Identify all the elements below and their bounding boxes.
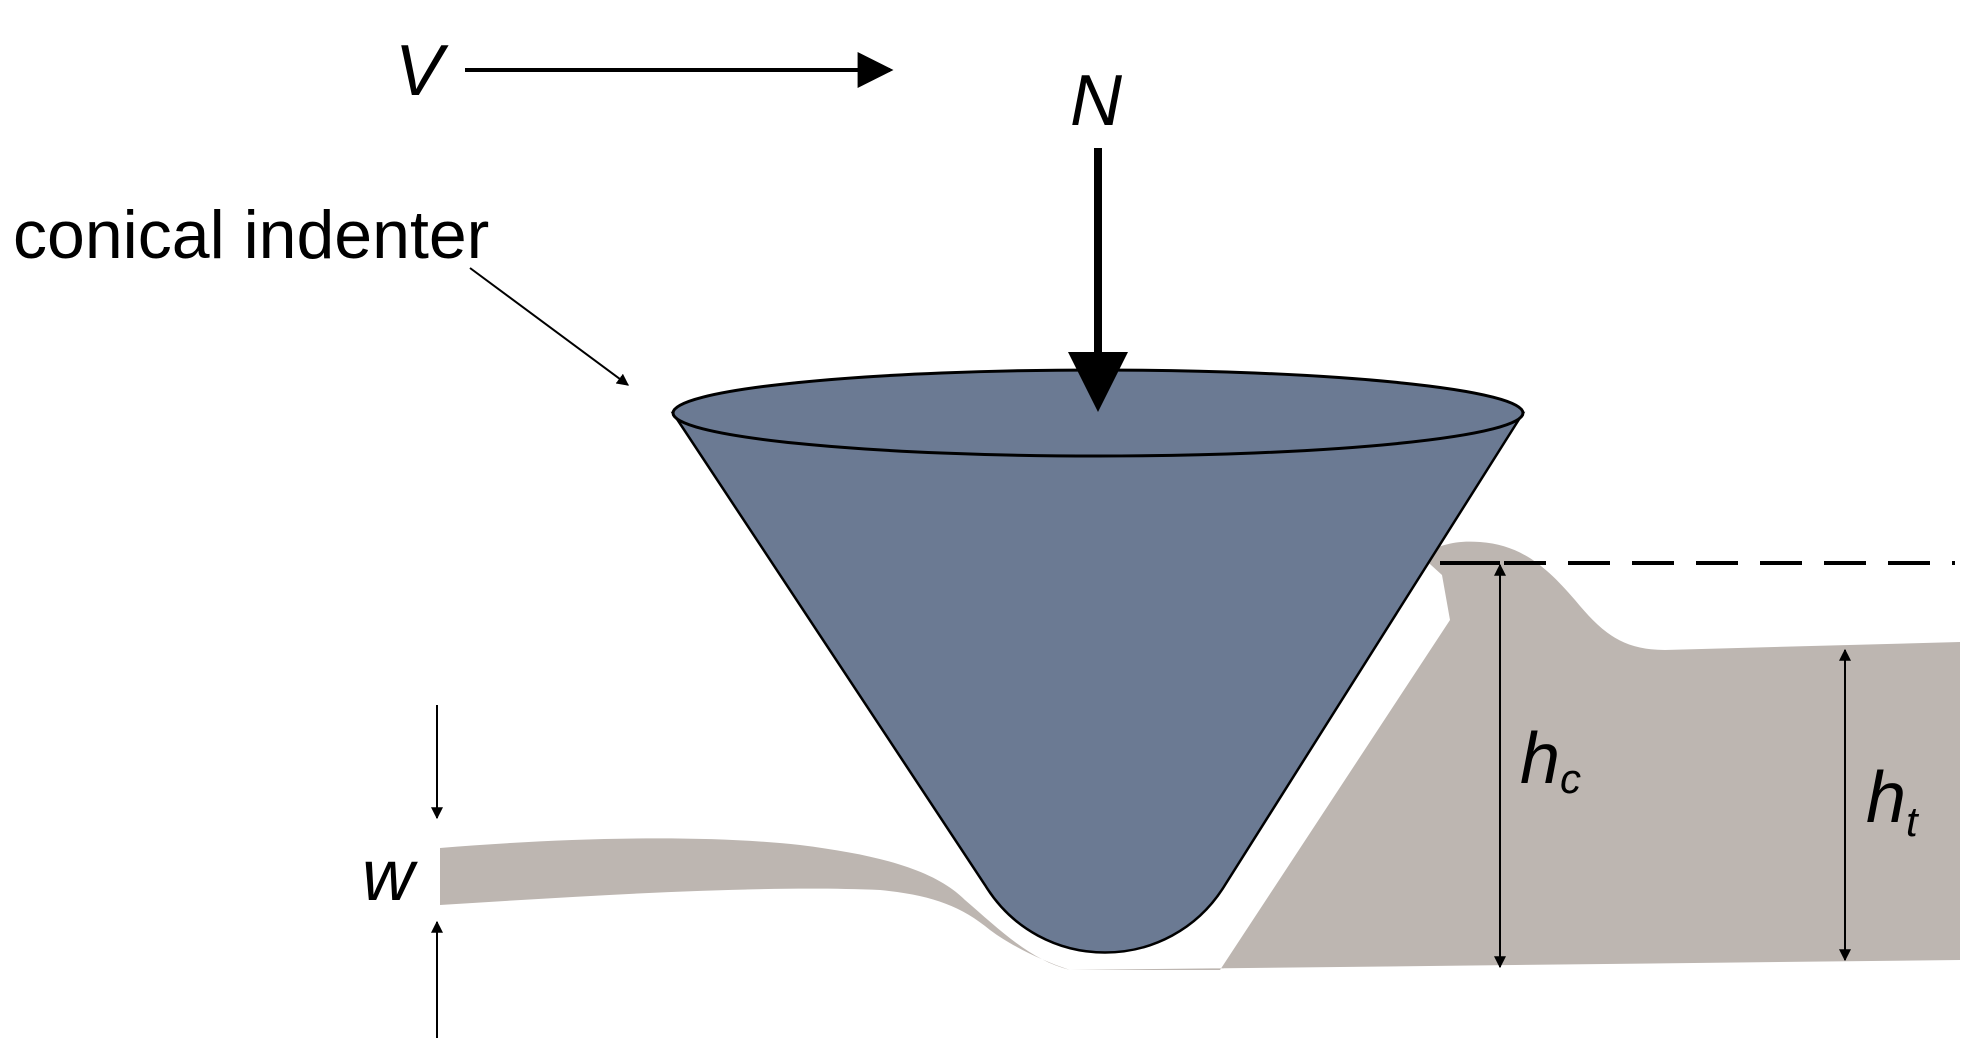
velocity-label: V xyxy=(395,31,449,111)
ht-label: ht xyxy=(1866,758,1920,845)
hc-main: h xyxy=(1520,719,1560,799)
normal-force-label: N xyxy=(1070,61,1123,141)
hc-subscript: c xyxy=(1560,755,1581,802)
ht-main: h xyxy=(1866,758,1906,838)
material-surface xyxy=(440,541,1960,970)
hc-label: hc xyxy=(1520,719,1581,802)
indenter-leader-line xyxy=(469,267,629,386)
wear-label: w xyxy=(362,836,418,916)
ht-subscript: t xyxy=(1906,798,1920,845)
indenter-cone xyxy=(670,411,1526,954)
indenter-label: conical indenter xyxy=(13,197,489,273)
normal-force-arrowhead xyxy=(1068,352,1128,412)
